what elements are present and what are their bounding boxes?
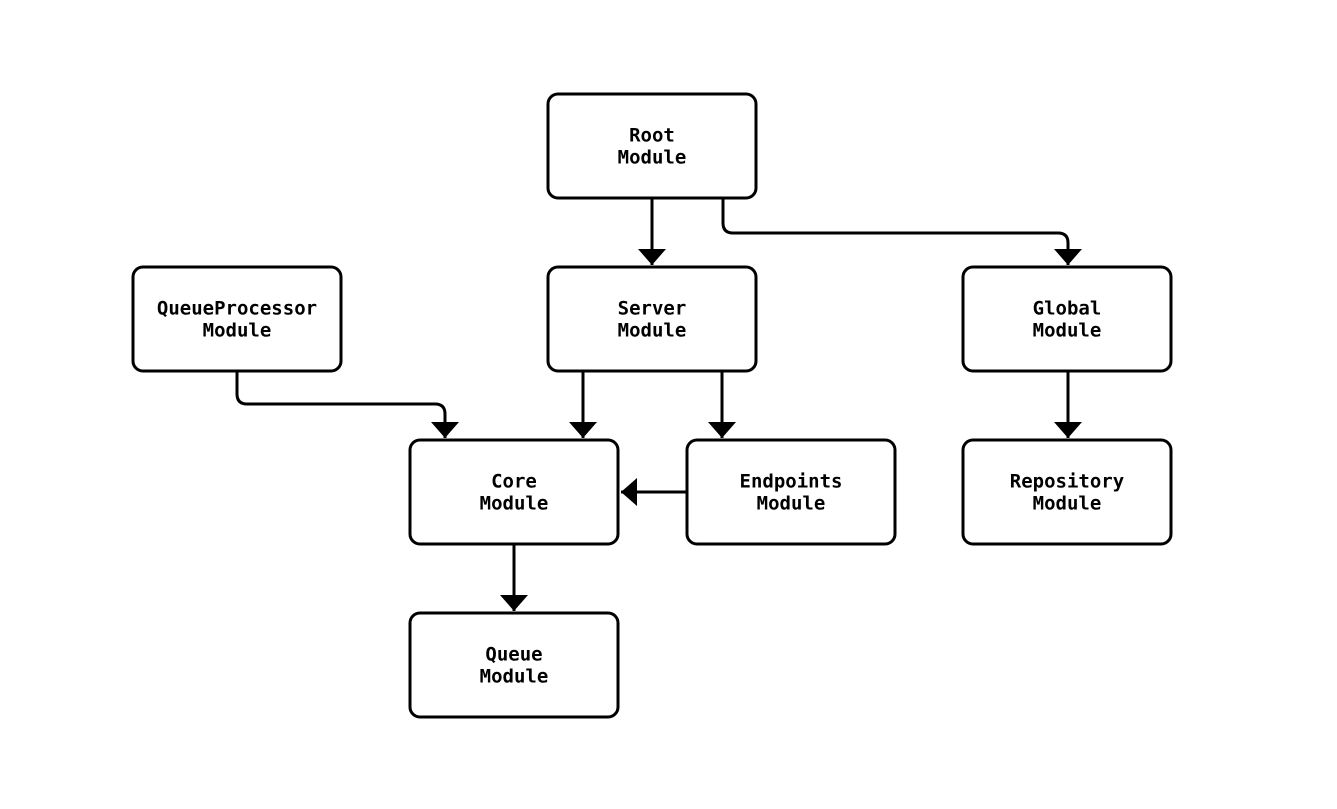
- edge-root-to-global: [721, 198, 1082, 265]
- node-repository-box: [961, 438, 1173, 546]
- node-global-box: [961, 265, 1173, 373]
- edges-layer: [235, 198, 1082, 611]
- node-core-box: [408, 438, 620, 546]
- node-server-box: [546, 265, 758, 373]
- edge-queueprocessor-to-core: [235, 371, 459, 438]
- node-queueprocessor-box: [131, 265, 343, 373]
- node-queue-box: [408, 611, 620, 719]
- node-endpoints-box: [685, 438, 897, 546]
- node-root-box: [546, 92, 758, 200]
